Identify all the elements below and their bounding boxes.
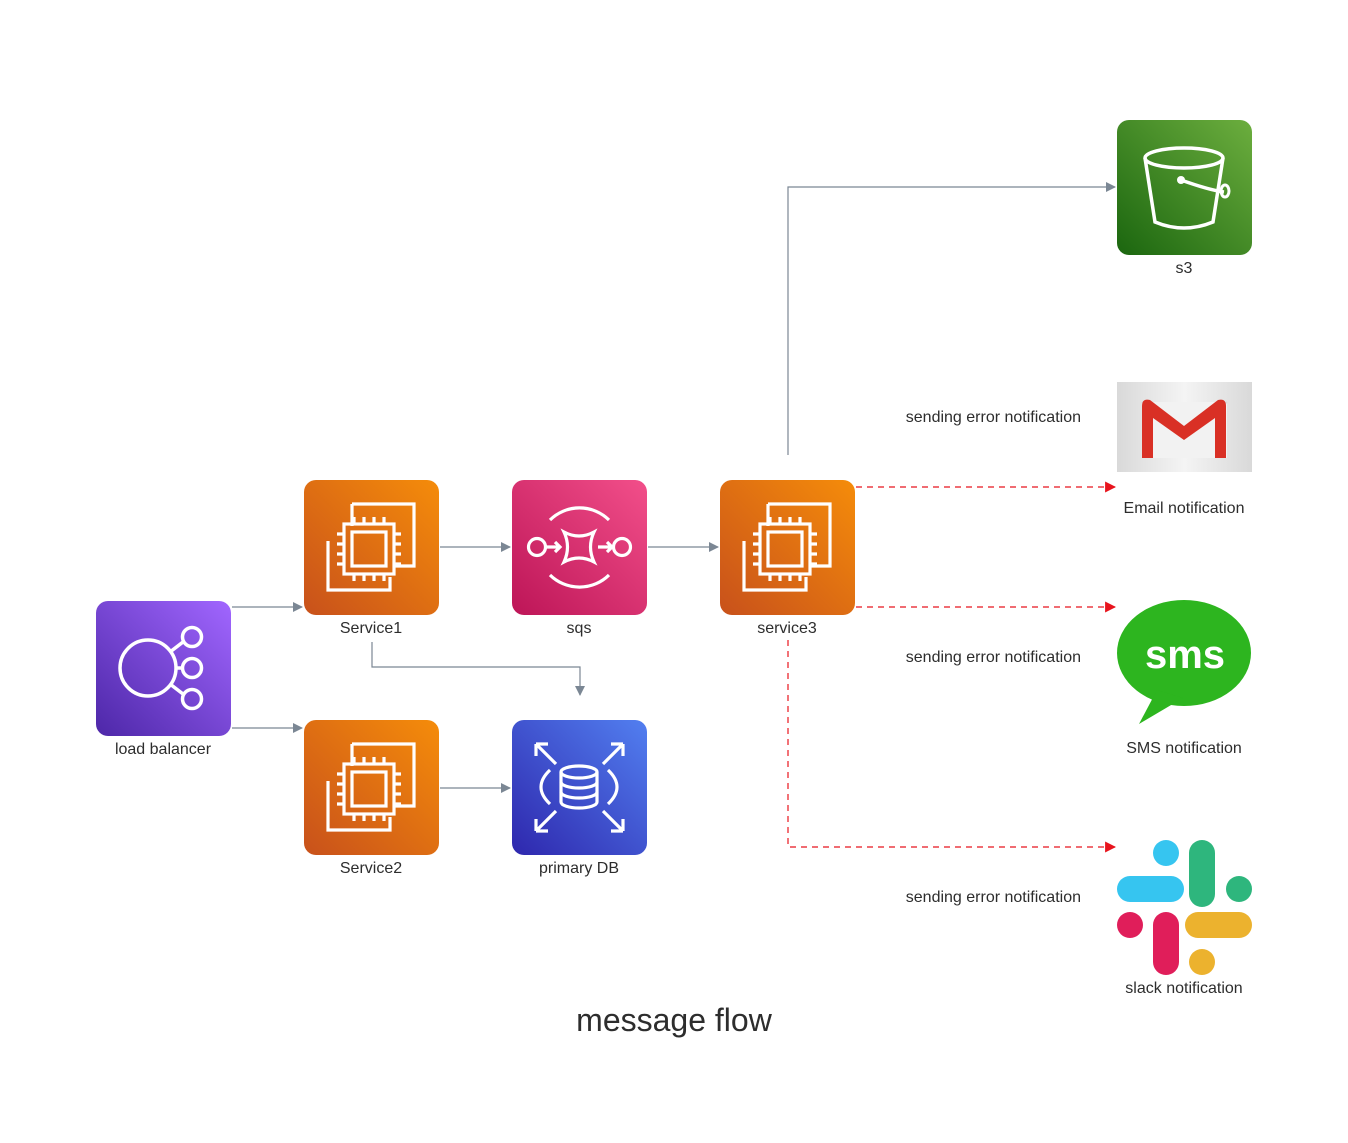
ec2-icon: [326, 742, 416, 832]
email-node[interactable]: [1117, 382, 1252, 472]
service3-label: service3: [757, 620, 817, 637]
edge-service3-slack: [787, 640, 1117, 853]
sms-icon-text: sms: [1145, 633, 1225, 677]
email-label: Email notification: [1123, 500, 1245, 517]
primary-db-node[interactable]: [512, 720, 647, 855]
service2-node[interactable]: [304, 720, 439, 855]
email-edge-label: sending error notification: [905, 409, 1081, 426]
s3-bucket-icon: [1143, 146, 1231, 230]
slack-icon: [1117, 840, 1252, 975]
sms-edge-label: sending error notification: [905, 649, 1081, 666]
edge-service3-s3: [787, 182, 1116, 455]
edge-service1-db: [371, 642, 585, 696]
service1-label: Service1: [339, 620, 403, 637]
load-balancer-label: load balancer: [114, 741, 212, 758]
ec2-icon: [742, 502, 832, 592]
gmail-icon: [1141, 399, 1228, 458]
load-balancer-node[interactable]: [96, 601, 231, 736]
service1-node[interactable]: [304, 480, 439, 615]
primary-db-label: primary DB: [538, 860, 619, 877]
service3-node[interactable]: [720, 480, 855, 615]
s3-label: s3: [1175, 260, 1193, 277]
sqs-label: sqs: [566, 620, 592, 637]
slack-edge-label: sending error notification: [905, 889, 1081, 906]
rds-icon: [534, 742, 625, 833]
elb-icon: [118, 625, 204, 711]
sqs-node[interactable]: [512, 480, 647, 615]
diagram-title: message flow: [576, 1002, 772, 1038]
service2-label: Service2: [339, 860, 403, 877]
sms-node[interactable]: sms: [1117, 590, 1252, 725]
sms-bubble-icon: sms: [1117, 600, 1251, 724]
slack-label: slack notification: [1125, 980, 1243, 997]
sqs-icon: [526, 506, 633, 589]
ec2-icon: [326, 502, 416, 592]
slack-node[interactable]: [1117, 840, 1252, 975]
s3-node[interactable]: [1117, 120, 1252, 255]
sms-label: SMS notification: [1126, 740, 1242, 757]
